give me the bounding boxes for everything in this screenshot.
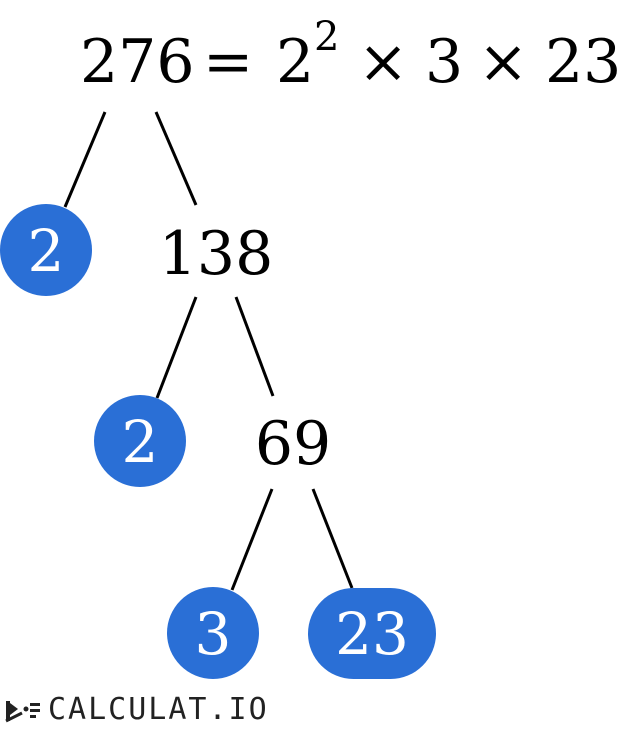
edge-69-to-3 [230,488,274,591]
times-sign-1: × [358,27,408,97]
root-number: 276 [80,27,195,97]
equation-base: 2 [276,27,314,97]
node-69: 69 [255,409,331,479]
leaf-2-second: 2 [94,395,186,487]
leaf-3-label: 3 [195,600,232,668]
leaf-23: 23 [308,588,436,679]
edge-138-to-2 [155,296,198,399]
node-138: 138 [159,219,274,289]
edge-69-to-23 [311,488,354,589]
equation-exponent: 2 [314,14,339,60]
equals-sign: = [203,27,253,97]
inner-nodes: 138 69 [159,219,331,479]
tree-edges [63,111,354,591]
equation-factor-3: 3 [425,27,463,97]
leaf-2-first-label: 2 [28,217,65,285]
leaf-3: 3 [167,587,259,679]
edge-276-to-2 [63,111,107,208]
edge-138-to-69 [234,296,275,397]
factorization-equation: 276 = 2 2 × 3 × 23 [80,14,621,97]
calculator-bot-icon [5,701,40,723]
times-sign-2: × [478,27,528,97]
leaf-nodes: 2 2 3 23 [0,204,436,679]
edge-276-to-138 [154,111,198,206]
equation-factor-23: 23 [545,27,621,97]
calculatio-logo: CALCULAT.IO [4,692,269,728]
leaf-2-second-label: 2 [122,408,159,476]
leaf-23-label: 23 [335,600,409,668]
leaf-2-first: 2 [0,204,92,296]
logo-text: CALCULAT.IO [48,692,269,727]
